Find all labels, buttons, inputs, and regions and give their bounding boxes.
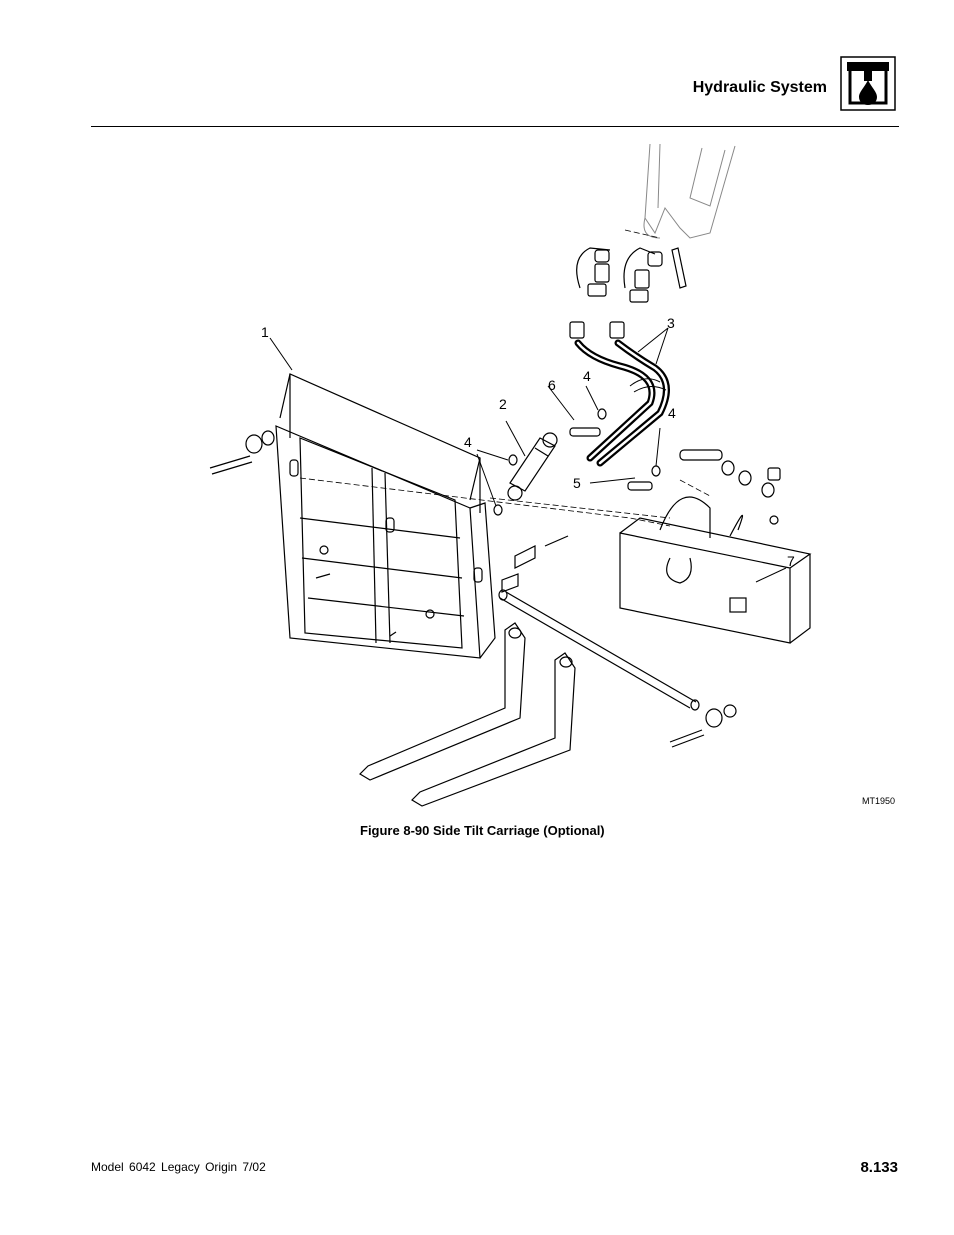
callout-7: 7 [787,553,795,569]
boom-arm [643,143,736,239]
callout-5: 5 [573,475,581,491]
tilt-cylinder [507,432,558,501]
carriage-frame [275,373,496,659]
figure-id-label: MT1950 [862,796,896,806]
callout-4-right: 4 [668,405,676,421]
callout-3: 3 [667,315,675,331]
couplers [569,247,687,339]
callout-6: 6 [548,377,556,393]
cross-shaft [498,589,737,748]
pivot-hardware-left [209,430,397,637]
hose-break [629,378,667,393]
section-title: Hydraulic System [692,79,827,96]
header-divider [91,126,899,127]
assembly-lines [299,229,711,527]
callout-1: 1 [261,324,269,340]
side-tilt-carriage-illustration [209,143,812,807]
callout-4-top: 4 [583,368,591,384]
leader-lines [269,327,787,583]
figure-caption: Figure 8-90 Side Tilt Carriage (Optional… [360,823,605,838]
callout-2: 2 [499,396,507,412]
footer-model-info: Model 6042 Legacy Origin 7/02 [91,1160,266,1174]
wear-pads [501,535,569,593]
hydraulic-drop-icon [840,56,896,111]
fork-tines [359,622,576,807]
page-number: 8.133 [860,1159,898,1176]
callout-4-left: 4 [464,434,472,450]
mounting-bracket [619,496,812,644]
